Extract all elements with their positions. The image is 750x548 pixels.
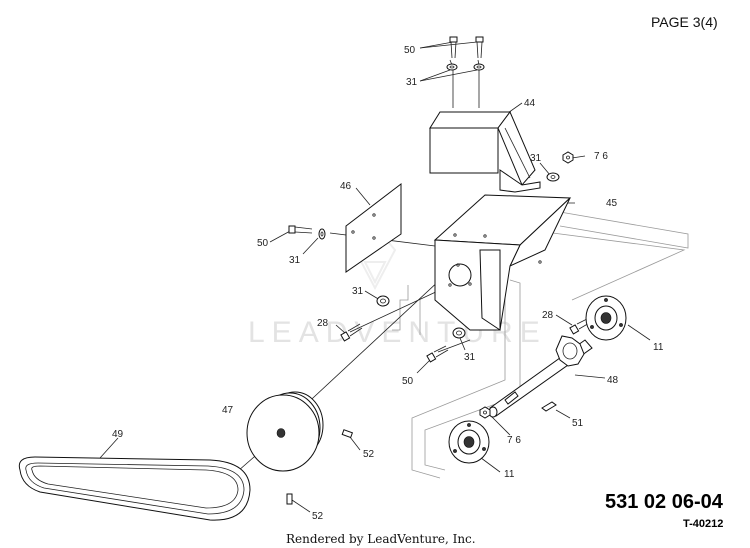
part-50-bolt-side [288, 225, 313, 234]
callout-76-lower: 7 6 [507, 435, 521, 446]
callout-49: 49 [112, 429, 124, 440]
page-label: PAGE 3(4) [651, 14, 718, 30]
callout-51: 51 [572, 418, 584, 429]
part-11-bearing-upper [585, 295, 627, 341]
callout-76-top: 7 6 [594, 151, 608, 162]
part-50-bolts-top [449, 36, 484, 59]
callout-labels: 50 31 44 31 7 6 46 45 50 31 31 28 31 50 … [112, 45, 664, 522]
part-52-key-lower [286, 493, 293, 505]
callout-50-top: 50 [404, 45, 416, 56]
callout-50-side: 50 [257, 238, 269, 249]
callout-45: 45 [606, 198, 618, 209]
part-47-pulley [246, 391, 324, 472]
part-76-nut-top [562, 151, 574, 164]
part-31-washer-lower [452, 327, 466, 339]
callout-11-lower: 11 [504, 469, 515, 480]
callout-31-lower: 31 [464, 352, 476, 363]
part-50-bolt-lower [426, 345, 449, 363]
callout-50-lower: 50 [402, 376, 414, 387]
part-76-nut-lower [479, 406, 491, 419]
part-48-shaft [488, 335, 593, 418]
reference-number: T-40212 [683, 518, 723, 530]
callout-46: 46 [340, 181, 352, 192]
callout-31-cover: 31 [530, 153, 542, 164]
footer-credit: Rendered by LeadVenture, Inc. [286, 532, 476, 546]
callout-52-upper: 52 [363, 449, 375, 460]
part-45-bracket [433, 194, 572, 331]
part-31-washer-cover [546, 172, 560, 182]
callout-28-right: 28 [542, 310, 554, 321]
part-31-washers-top [446, 63, 485, 71]
part-49-belt [18, 456, 251, 521]
part-46-plate [345, 182, 402, 273]
part-52-key-upper [341, 429, 354, 439]
callout-44: 44 [524, 98, 536, 109]
callout-52-lower: 52 [312, 511, 324, 522]
callout-28-left: 28 [317, 318, 329, 329]
frame-phantom-lines [392, 211, 689, 479]
part-28-bolt-right [569, 317, 592, 335]
leader-lines [99, 41, 651, 513]
part-number: 531 02 06-04 [605, 491, 724, 513]
callout-48: 48 [607, 375, 619, 386]
callout-31-bracket: 31 [352, 286, 364, 297]
part-31-washer-bracket [376, 295, 390, 307]
part-51-key [541, 401, 557, 412]
part-44-cover [429, 111, 541, 193]
part-11-bearing-lower [448, 420, 490, 464]
callout-31-side: 31 [289, 255, 301, 266]
callout-31-top: 31 [406, 77, 418, 88]
callout-11-upper: 11 [653, 342, 664, 353]
callout-47: 47 [222, 405, 234, 416]
part-31-washer-side [318, 228, 326, 240]
part-28-bolt-left [340, 323, 363, 342]
